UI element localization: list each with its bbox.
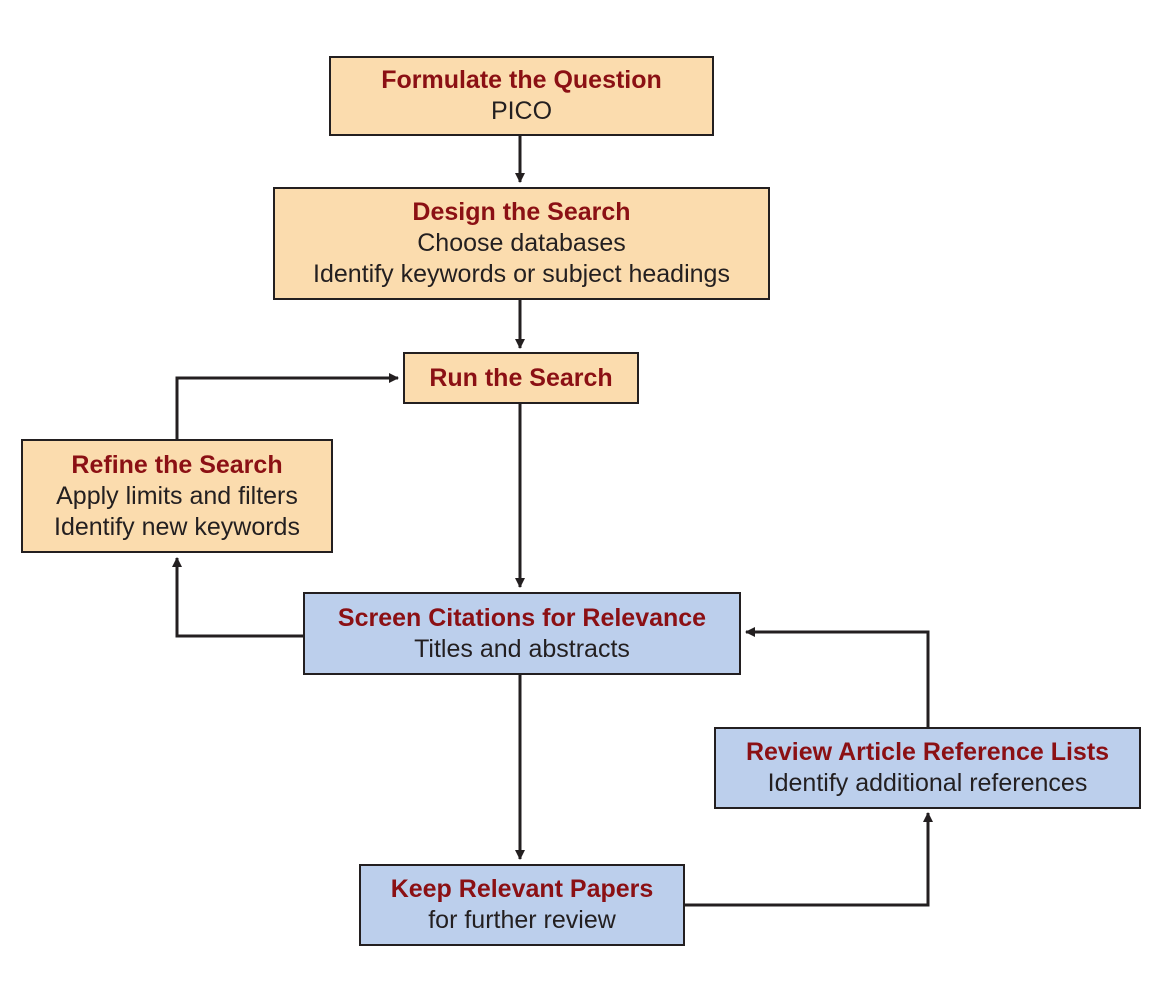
node-review-reference-lists: Review Article Reference Lists Identify … bbox=[714, 727, 1141, 809]
node-review-line-1: Identify additional references bbox=[767, 769, 1088, 797]
node-refine-title: Refine the Search bbox=[71, 450, 283, 479]
node-keep-relevant-papers: Keep Relevant Papers for further review bbox=[359, 864, 685, 946]
node-refine-line-1: Apply limits and filters bbox=[56, 481, 298, 510]
node-run-search: Run the Search bbox=[403, 352, 639, 404]
node-screen-citations: Screen Citations for Relevance Titles an… bbox=[303, 592, 741, 675]
node-review-title: Review Article Reference Lists bbox=[745, 738, 1110, 766]
node-screen-title: Screen Citations for Relevance bbox=[337, 603, 707, 632]
node-design-line-2: Identify keywords or subject headings bbox=[313, 260, 730, 288]
arrow-review-to-screen bbox=[745, 627, 930, 727]
node-keep-title: Keep Relevant Papers bbox=[390, 875, 654, 903]
node-design-line-1: Choose databases bbox=[417, 229, 626, 257]
node-run-title: Run the Search bbox=[429, 363, 613, 392]
node-refine-line-2: Identify new keywords bbox=[54, 512, 300, 541]
node-formulate-question: Formulate the Question PICO bbox=[329, 56, 714, 136]
node-formulate-title: Formulate the Question bbox=[381, 66, 662, 94]
node-design-title: Design the Search bbox=[412, 198, 631, 226]
arrow-screen-to-refine bbox=[172, 557, 304, 638]
node-design-search: Design the Search Choose databases Ident… bbox=[273, 187, 770, 300]
node-refine-search: Refine the Search Apply limits and filte… bbox=[21, 439, 333, 553]
arrow-refine-to-run bbox=[175, 373, 399, 439]
node-keep-line-1: for further review bbox=[428, 906, 616, 934]
node-formulate-line-1: PICO bbox=[490, 97, 553, 125]
node-screen-line-1: Titles and abstracts bbox=[414, 634, 630, 663]
arrow-keep-to-review bbox=[685, 812, 933, 907]
